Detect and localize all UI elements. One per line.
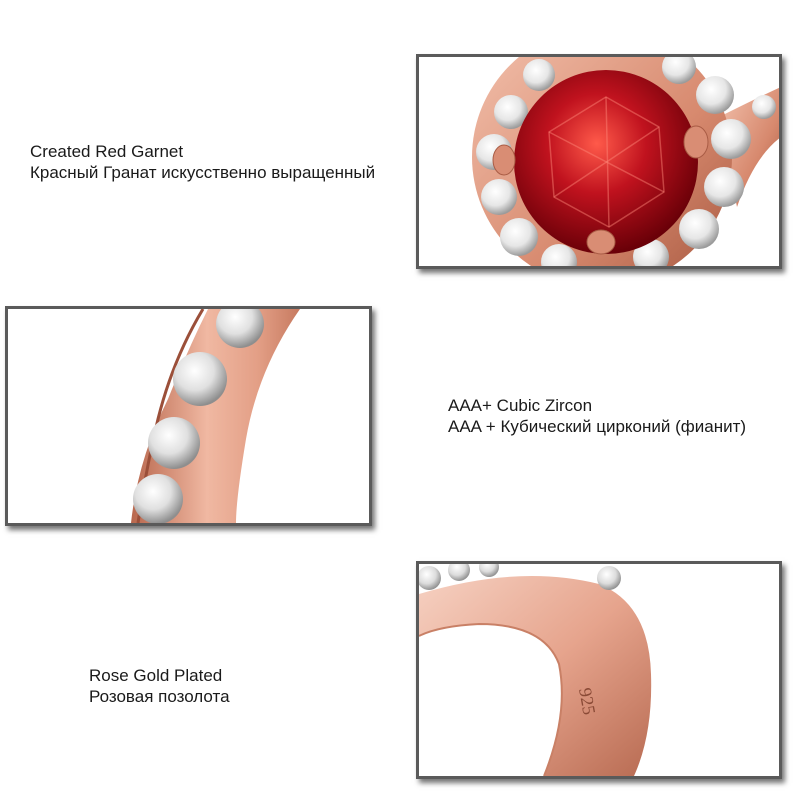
band-top-zircon-stones (419, 564, 621, 590)
rose-gold-caption-en: Rose Gold Plated (89, 666, 223, 685)
zircon-caption-ru: AAA + Кубический цирконий (фианит) (448, 417, 747, 436)
garnet-stone (514, 70, 698, 254)
halo-zircon-stones (476, 57, 776, 266)
band-zircon-stones (133, 309, 264, 523)
rose-gold-panel: 925 (416, 561, 782, 779)
garnet-facets (548, 96, 665, 228)
garnet-caption-en: Created Red Garnet (30, 142, 184, 161)
rose-gold-band-illustration: 925 (419, 564, 652, 776)
zircon-band-panel (5, 306, 372, 526)
zircon-band-illustration (131, 309, 300, 523)
zircon-caption-en: AAA+ Cubic Zircon (448, 396, 593, 415)
engraving-text: 925 (575, 686, 599, 716)
zircon-caption: AAA+ Cubic Zircon AAA + Кубический цирко… (448, 395, 746, 437)
garnet-caption: Created Red Garnet Красный Гранат искусс… (30, 141, 375, 183)
garnet-caption-ru: Красный Гранат искусственно выращенный (30, 163, 376, 182)
garnet-closeup-panel (416, 54, 782, 269)
garnet-ring-illustration (472, 57, 779, 266)
ring-band (131, 309, 300, 523)
rose-gold-caption: Rose Gold Plated Розовая позолота (89, 665, 230, 707)
ring-band (419, 576, 652, 776)
rose-gold-caption-ru: Розовая позолота (89, 687, 230, 706)
ring-prongs (492, 125, 709, 255)
